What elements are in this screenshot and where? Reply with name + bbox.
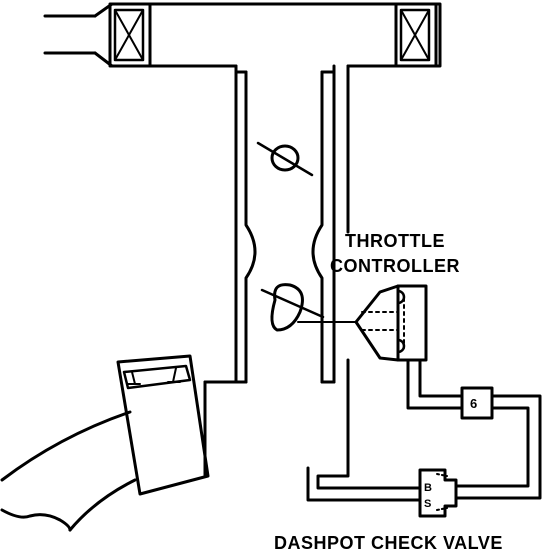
intake-duct [43,2,442,68]
throttle-controller [354,284,428,362]
throttle-controller-label-line2: CONTROLLER [330,256,460,276]
throttle-body [203,64,350,478]
valve-mark-s: S [424,498,431,510]
dashpot-check-valve [418,468,458,518]
throttle-controller-label-line1: THROTTLE [345,231,445,251]
hose-number-label: 6 [470,396,478,411]
throttle-valve-upper [256,141,314,177]
air-intake-pipe [0,380,207,532]
vacuum-hose [306,358,542,502]
valve-mark-b: B [424,482,432,494]
dashpot-check-valve-label: DASHPOT CHECK VALVE [274,533,503,553]
throttle-valve-lower [260,283,357,332]
air-filter-right [394,2,438,68]
filter-canister [116,354,210,496]
hose-tag-box [460,386,494,420]
air-filter-left [108,2,152,68]
